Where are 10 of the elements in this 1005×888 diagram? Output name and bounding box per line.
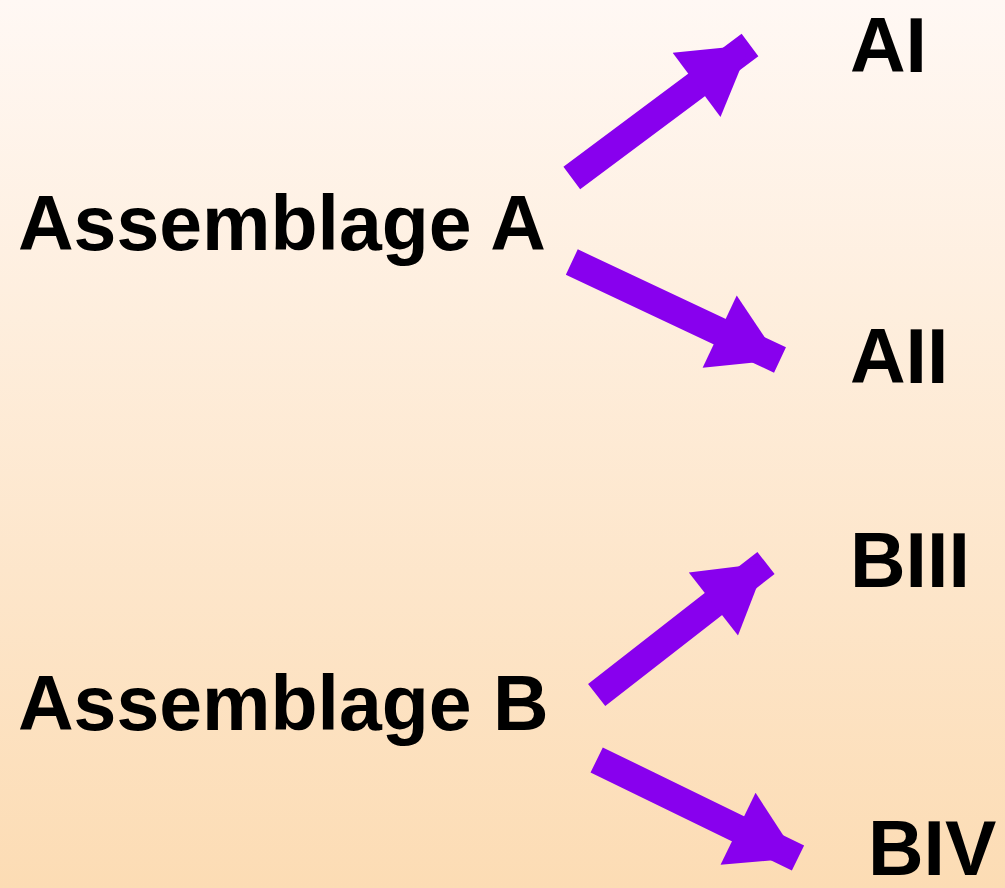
arrow xyxy=(563,33,759,190)
arrow xyxy=(590,747,805,871)
arrow xyxy=(588,551,775,707)
node-label: BIII xyxy=(766,522,970,599)
node-label: AI xyxy=(750,7,927,84)
node-label: Assemblage A xyxy=(18,175,574,272)
arrow xyxy=(565,249,786,373)
node-label: Assemblage B xyxy=(18,655,599,762)
node-label: BIV xyxy=(798,810,997,887)
node-label: AII xyxy=(780,318,949,395)
